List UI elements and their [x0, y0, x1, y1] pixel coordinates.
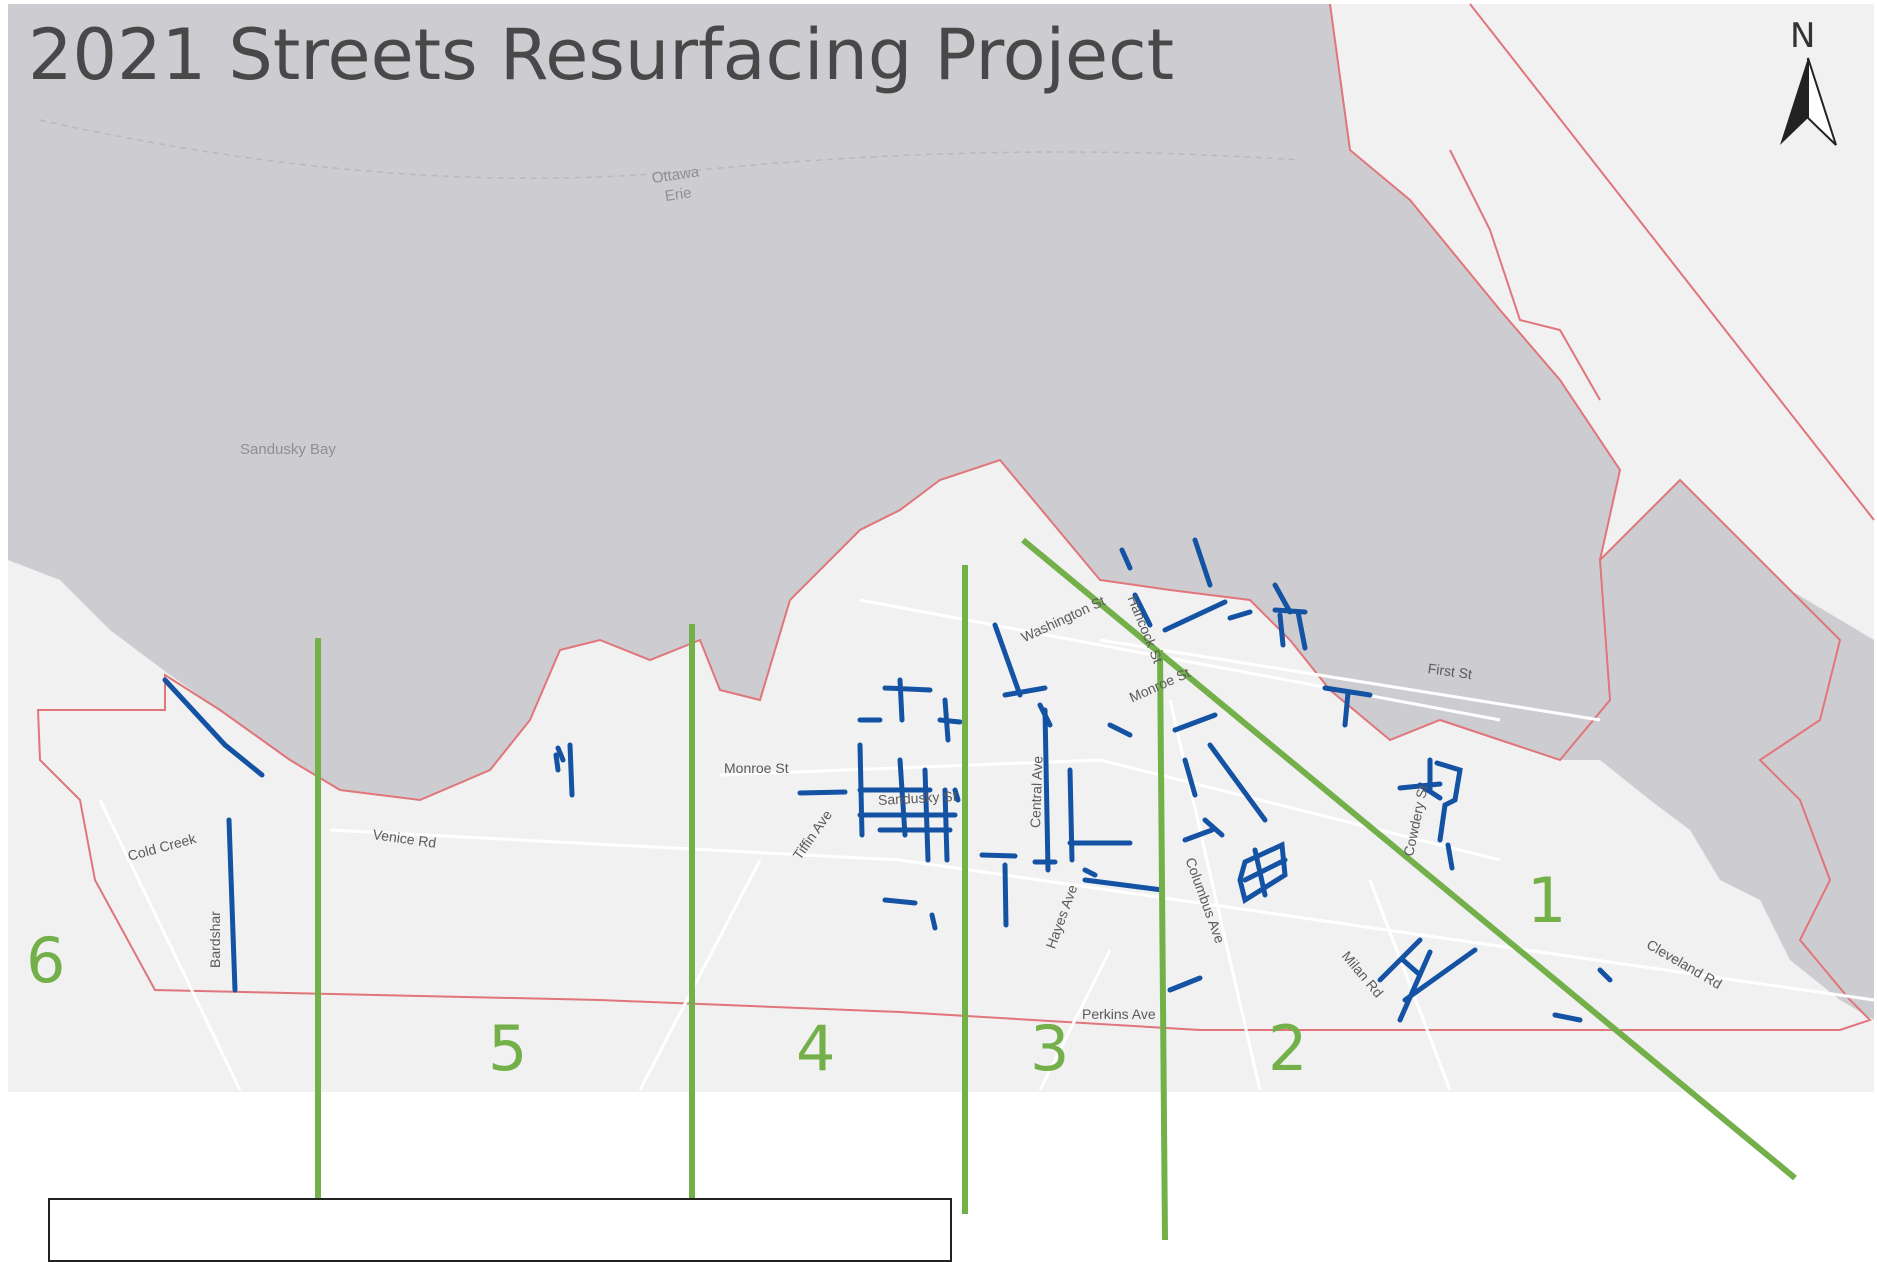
- zone-label-1: 1: [1527, 864, 1567, 937]
- channel-line: [39, 119, 1301, 179]
- street-label-monroe-st-west: Monroe St: [724, 760, 789, 776]
- zone-label-4: 4: [796, 1012, 836, 1085]
- legend-box: [48, 1198, 952, 1262]
- city-boundary: [36, 458, 1872, 1031]
- resurfacing-segments: [162, 537, 1613, 1023]
- peninsula-land: [1330, 4, 1874, 560]
- street-label-central-ave: Central Ave: [1027, 755, 1046, 829]
- water-body: [8, 4, 1620, 800]
- zone-label-3: 3: [1030, 1012, 1070, 1085]
- zone-label-2: 2: [1268, 1012, 1308, 1085]
- zone-label-5: 5: [488, 1012, 528, 1085]
- north-arrow-icon: [1780, 57, 1837, 146]
- water-label-sandusky-bay: Sandusky Bay: [240, 441, 336, 458]
- zone-label-6: 6: [26, 924, 66, 997]
- water-east: [1560, 480, 1874, 1020]
- peninsula-boundary: [1329, 3, 1875, 561]
- street-label-perkins-ave: Perkins Ave: [1082, 1006, 1156, 1022]
- street-label-bardshar: Bardshar: [207, 911, 223, 968]
- zone-dividers: [315, 537, 1797, 1240]
- map-title: 2021 Streets Resurfacing Project: [28, 14, 1175, 96]
- north-label: N: [1790, 16, 1816, 56]
